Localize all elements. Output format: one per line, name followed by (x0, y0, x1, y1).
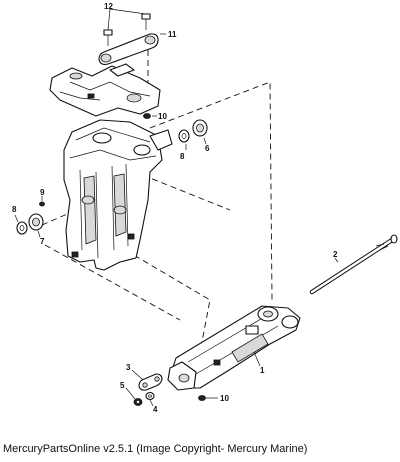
callout-8-upper: 8 (180, 152, 185, 161)
callout-5: 5 (120, 381, 125, 390)
callout-3: 3 (126, 363, 131, 372)
part-4-washer (145, 391, 155, 401)
part-10-upper-nut (143, 113, 151, 119)
callout-11: 11 (168, 30, 177, 39)
clamp-bracket-body (63, 119, 173, 271)
callout-10-upper: 10 (158, 112, 167, 121)
callout-labels: 12 11 10 8 6 9 8 7 2 1 3 5 4 10 (12, 2, 338, 414)
part-2-rod (309, 234, 398, 295)
callout-4: 4 (153, 405, 158, 414)
part-6-bushing (192, 119, 208, 137)
callout-1: 1 (260, 366, 265, 375)
callout-10-lower: 10 (220, 394, 229, 403)
callout-6: 6 (205, 144, 210, 153)
copyright-caption: MercuryPartsOnline v2.5.1 (Image Copyrig… (3, 443, 308, 455)
callout-leaders (14, 8, 339, 407)
part-10-lower-nut (198, 395, 206, 401)
callout-9: 9 (40, 188, 45, 197)
part-3-link-plate (138, 373, 163, 391)
part-8-left-washer (16, 221, 28, 235)
part-11-link (98, 33, 159, 65)
part-5-nut (133, 398, 143, 406)
callout-8-left: 8 (12, 205, 17, 214)
callout-2: 2 (333, 250, 338, 259)
part-1-tilt-arm (167, 305, 301, 391)
upper-bracket (49, 63, 161, 117)
part-8-upper-washer (178, 129, 190, 143)
callout-7: 7 (40, 237, 45, 246)
callout-12: 12 (104, 2, 113, 11)
part-9-fitting (39, 201, 45, 207)
part-7-bushing (28, 213, 44, 231)
